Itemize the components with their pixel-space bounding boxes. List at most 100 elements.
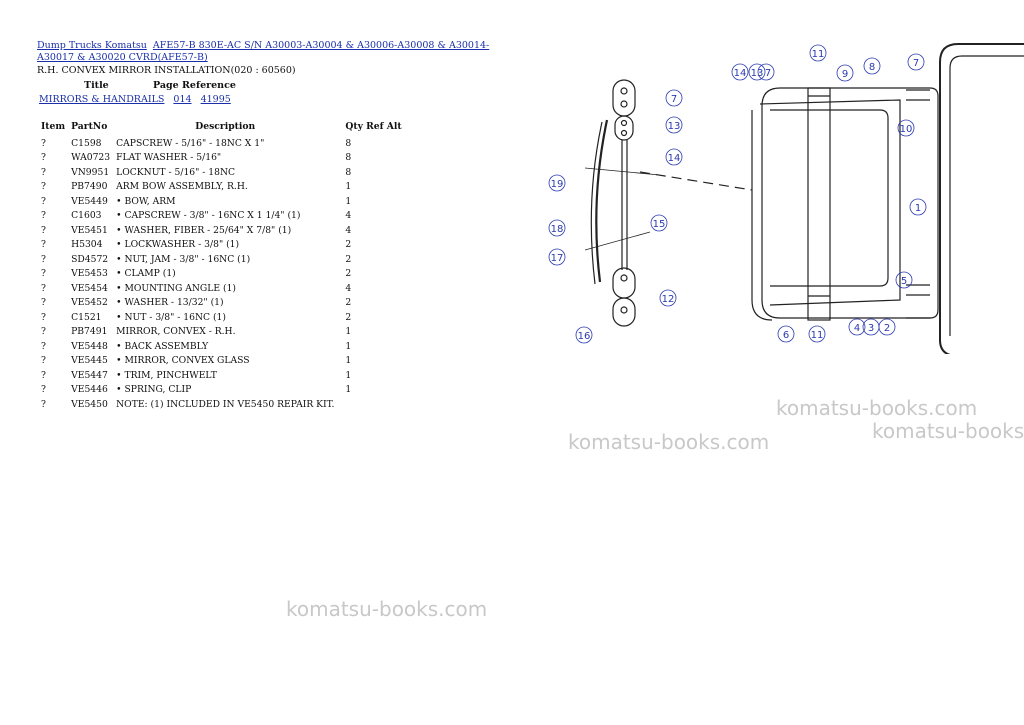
cell-partno: H5304 <box>71 239 103 251</box>
callout-label: 3 <box>868 323 874 334</box>
table-row: ? VE5448 • BACK ASSEMBLY 1 <box>38 339 405 354</box>
callout-label: 17 <box>551 253 564 264</box>
watermark-text: komatsu-books.com <box>872 419 1024 443</box>
cell-item: ? <box>41 137 46 149</box>
cell-qty: 1 <box>345 384 352 396</box>
callout-label: 5 <box>901 276 907 287</box>
table-row: ?H5304• LOCKWASHER - 3/8" (1)2 <box>38 238 405 253</box>
callout-label: 10 <box>900 124 913 135</box>
cell-item: ? <box>41 166 46 178</box>
col-description: Description <box>195 121 256 132</box>
table-row: ? VE5453 • CLAMP (1) 2 <box>38 267 405 282</box>
cell-qty: 1 <box>345 181 352 193</box>
callout-label: 16 <box>578 331 591 342</box>
callout-label: 6 <box>783 330 789 341</box>
cell-qty: 2 <box>345 239 352 251</box>
cell-partno: VE5452 <box>71 297 108 309</box>
cell-qty: 2 <box>345 297 352 309</box>
callout-label: 13 <box>668 121 681 132</box>
callout-label: 2 <box>884 323 890 334</box>
cell-description: • MOUNTING ANGLE (1) <box>116 282 236 294</box>
table-row: ? WA0723 FLAT WASHER - 5/16" 8 <box>38 151 405 166</box>
parts-table-body: ? C1598 CAPSCREW - 5/16" - 18NC X 1" 8? WA07… <box>38 136 405 412</box>
col-partno: PartNo <box>71 121 108 132</box>
cell-description: • CLAMP (1) <box>116 268 176 280</box>
cell-qty: 4 <box>345 282 352 294</box>
callout-label: 18 <box>551 224 564 235</box>
cell-qty: 1 <box>345 326 352 338</box>
cell-description: • WASHER - 13/32" (1) <box>116 297 224 309</box>
cell-item: ? <box>41 239 46 251</box>
cell-qty: 1 <box>345 340 352 352</box>
callout-label: 8 <box>869 62 875 73</box>
cell-description: • BACK ASSEMBLY <box>116 340 209 352</box>
cell-description: • NUT - 3/8" - 16NC (1) <box>116 311 226 323</box>
cell-item: ? <box>41 268 46 280</box>
ref-title-header: Title <box>84 80 109 91</box>
cell-partno: VE5446 <box>71 384 108 396</box>
cell-item: ? <box>41 369 46 381</box>
cell-item: ? <box>41 398 46 410</box>
cell-item: ? <box>41 210 46 222</box>
cell-partno: PB7491 <box>71 326 108 338</box>
cell-partno: VE5448 <box>71 340 108 352</box>
callout-label: 4 <box>854 323 860 334</box>
ref-page-link-1[interactable]: 014 <box>173 94 192 105</box>
cell-description: FLAT WASHER - 5/16" <box>116 152 222 164</box>
cell-item: ? <box>41 282 46 294</box>
cell-qty: 8 <box>345 137 352 149</box>
cell-qty: 8 <box>345 166 352 178</box>
cell-item: ? <box>41 340 46 352</box>
breadcrumb-link-dump-trucks[interactable]: Dump Trucks Komatsu <box>37 40 147 51</box>
cell-item: ? <box>41 152 46 164</box>
table-row: ? VE5454 • MOUNTING ANGLE (1) 4 <box>38 281 405 296</box>
cell-qty: 2 <box>345 268 352 280</box>
cell-qty: 2 <box>345 311 352 323</box>
cell-partno: VE5451 <box>71 224 108 236</box>
cell-partno: VE5449 <box>71 195 108 207</box>
cell-description: CAPSCREW - 5/16" - 18NC X 1" <box>116 137 265 149</box>
cell-partno: WA0723 <box>71 152 111 164</box>
watermark-text: komatsu-books.com <box>286 597 488 621</box>
callout-label: 15 <box>653 219 666 230</box>
callout-label: 14 <box>668 153 681 164</box>
cell-description: • SPRING, CLIP <box>116 384 192 396</box>
cell-description: MIRROR, CONVEX - R.H. <box>116 326 236 338</box>
watermark-text: komatsu-books.com <box>568 430 770 454</box>
cell-description: • BOW, ARM <box>116 195 176 207</box>
cell-item: ? <box>41 253 46 265</box>
cell-item: ? <box>41 311 46 323</box>
table-row: ?C1603• CAPSCREW - 3/8" - 16NC X 1 1/4" … <box>38 209 405 224</box>
cell-partno: VN9951 <box>71 166 110 178</box>
cell-partno: C1603 <box>71 210 102 222</box>
cell-description: • WASHER, FIBER - 25/64" X 7/8" (1) <box>116 224 292 236</box>
ref-title-link[interactable]: MIRRORS & HANDRAILS <box>39 94 165 105</box>
cell-qty: 2 <box>345 253 352 265</box>
callout-label: 19 <box>551 179 564 190</box>
reference-row: MIRRORS & HANDRAILS 014 41995 <box>39 94 237 105</box>
cell-partno: C1598 <box>71 137 102 149</box>
callout-label: 7 <box>765 68 771 79</box>
cell-partno: PB7490 <box>71 181 108 193</box>
cell-qty: 8 <box>345 152 352 164</box>
cell-partno: VE5454 <box>71 282 108 294</box>
cell-partno: VE5453 <box>71 268 108 280</box>
cell-description: • MIRROR, CONVEX GLASS <box>116 355 250 367</box>
cell-description: • TRIM, PINCHWELT <box>116 369 217 381</box>
ref-page-link-2[interactable]: 41995 <box>200 94 231 105</box>
cell-item: ? <box>41 355 46 367</box>
callout-label: 11 <box>812 49 825 60</box>
cell-qty: 4 <box>345 210 352 222</box>
cell-description: • NUT, JAM - 3/8" - 16NC (1) <box>116 253 251 265</box>
cell-partno: VE5445 <box>71 355 108 367</box>
diagram-callout-labels: 11 14 13 7 9 8 7 10 1 5 6 11 4 3 2 7 13 … <box>551 49 922 342</box>
cell-partno: C1521 <box>71 311 102 323</box>
table-row: ? C1598 CAPSCREW - 5/16" - 18NC X 1" 8 <box>38 136 405 151</box>
cell-description: NOTE: (1) INCLUDED IN VE5450 REPAIR KIT. <box>116 398 335 410</box>
cell-qty: 1 <box>345 195 352 207</box>
breadcrumb-link-model[interactable]: AFE57-B 830E-AC S/N A30003-A30004 & A300… <box>37 40 490 63</box>
